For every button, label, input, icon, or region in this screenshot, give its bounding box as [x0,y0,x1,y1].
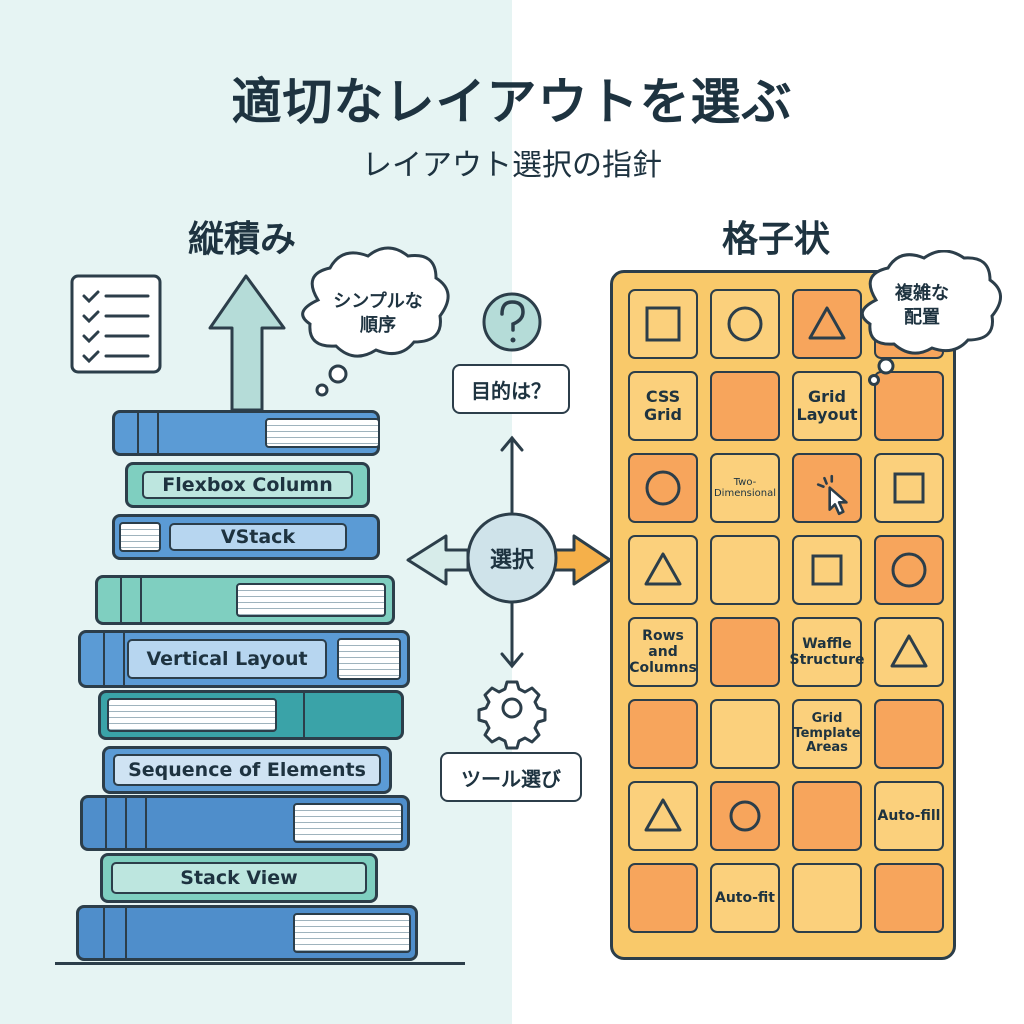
circle-icon [891,552,927,588]
grid-cell-blank [628,863,698,933]
circle-icon [727,306,763,342]
grid-cell-circle [710,781,780,851]
book-teal-1 [95,575,395,625]
grid-cell-square [874,453,944,523]
up-arrow-icon [208,274,286,412]
grid-cell-template-areas: Grid Template Areas [792,699,862,769]
grid-bubble-line-1: 複雑な [895,283,949,304]
stack-decorations [70,246,450,412]
square-icon [811,554,843,586]
purpose-label: 目的は？ [452,364,570,414]
grid-cell-triangle [792,289,862,359]
gear-icon [477,680,547,750]
book-sequence: Sequence of Elements [102,746,392,794]
cursor-icon [816,474,848,516]
grid-heading: 格子状 [722,219,831,260]
stack-bubble-text: シンプルな 順序 [316,290,440,339]
grid-cell-auto-fill: Auto-fill [874,781,944,851]
grid-bubble-line-2: 配置 [904,307,940,329]
book-label-vertical: Vertical Layout [127,639,327,679]
book-bottom [76,905,418,961]
grid-cell-circle [628,453,698,523]
triangle-icon [808,306,846,340]
grid-cell-square [792,535,862,605]
right-arrow-icon [548,534,612,586]
book-flexbox: Flexbox Column [125,462,370,508]
stack-bubble-line-2: 順序 [360,315,396,337]
square-icon [893,472,925,504]
grid-cell-triangle [628,535,698,605]
grid-cell-square [628,289,698,359]
book-label-flexbox: Flexbox Column [142,471,353,499]
grid-cell-blank [710,617,780,687]
book-stack-view: Stack View [100,853,378,903]
stack-bubble-line-1: シンプルな [333,291,423,312]
grid-cell-blank [628,699,698,769]
grid-cell-blank [710,535,780,605]
tool-choice-label: ツール選び [440,752,582,802]
book-label-stack-view: Stack View [111,862,367,894]
grid-cell-blank [874,863,944,933]
book-vertical-layout: Vertical Layout [78,630,410,688]
grid-cell-rows-columns: Rows and Columns [628,617,698,687]
grid-cell-css-grid: CSS Grid [628,371,698,441]
circle-icon [729,800,761,832]
grid-cell-triangle [874,617,944,687]
grid-cell-blank [792,863,862,933]
grid-cell-blank [874,371,944,441]
grid-cell-cursor [792,453,862,523]
checklist-icon [70,274,162,374]
grid-cell-blank [792,781,862,851]
grid-cell-circle [874,535,944,605]
grid-panel: CSS Grid Grid Layout Two-Dimensional Row… [610,270,956,960]
shelf-line [55,962,465,965]
left-arrow-icon [406,534,470,586]
decision-diagram [406,292,612,750]
page-title: 適切なレイアウトを選ぶ [231,73,793,131]
choice-label: 選択 [489,548,534,573]
grid-cell-blank [874,699,944,769]
grid-cell-triangle [628,781,698,851]
stack-heading: 縦積み [188,219,297,260]
grid-cell-two-dimensional: Two-Dimensional [710,453,780,523]
grid-cell-auto-fit: Auto-fit [710,863,780,933]
book-vstack: VStack [112,514,380,560]
thought-bubble-right [860,250,1002,386]
grid-bubble-text: 複雑な 配置 [872,282,972,331]
book-label-vstack: VStack [169,523,347,551]
book-label-sequence: Sequence of Elements [113,754,381,786]
triangle-icon [644,798,682,832]
grid-cell-blank [710,371,780,441]
choice-circle [466,512,558,604]
circle-icon [645,470,681,506]
question-icon [482,292,542,352]
book-teal-dark [98,690,404,740]
thought-bubble-left [301,246,450,397]
triangle-icon [644,552,682,586]
grid-cell-circle [710,289,780,359]
triangle-icon [890,634,928,668]
grid-cell-blank [710,699,780,769]
grid-cell-waffle: Waffle Structure [790,617,865,687]
page-subtitle: レイアウト選択の指針 [362,148,662,183]
book-top [112,410,380,456]
square-icon [645,306,681,342]
grid-cell-grid-layout: Grid Layout [792,371,862,441]
book-blue-2 [80,795,410,851]
